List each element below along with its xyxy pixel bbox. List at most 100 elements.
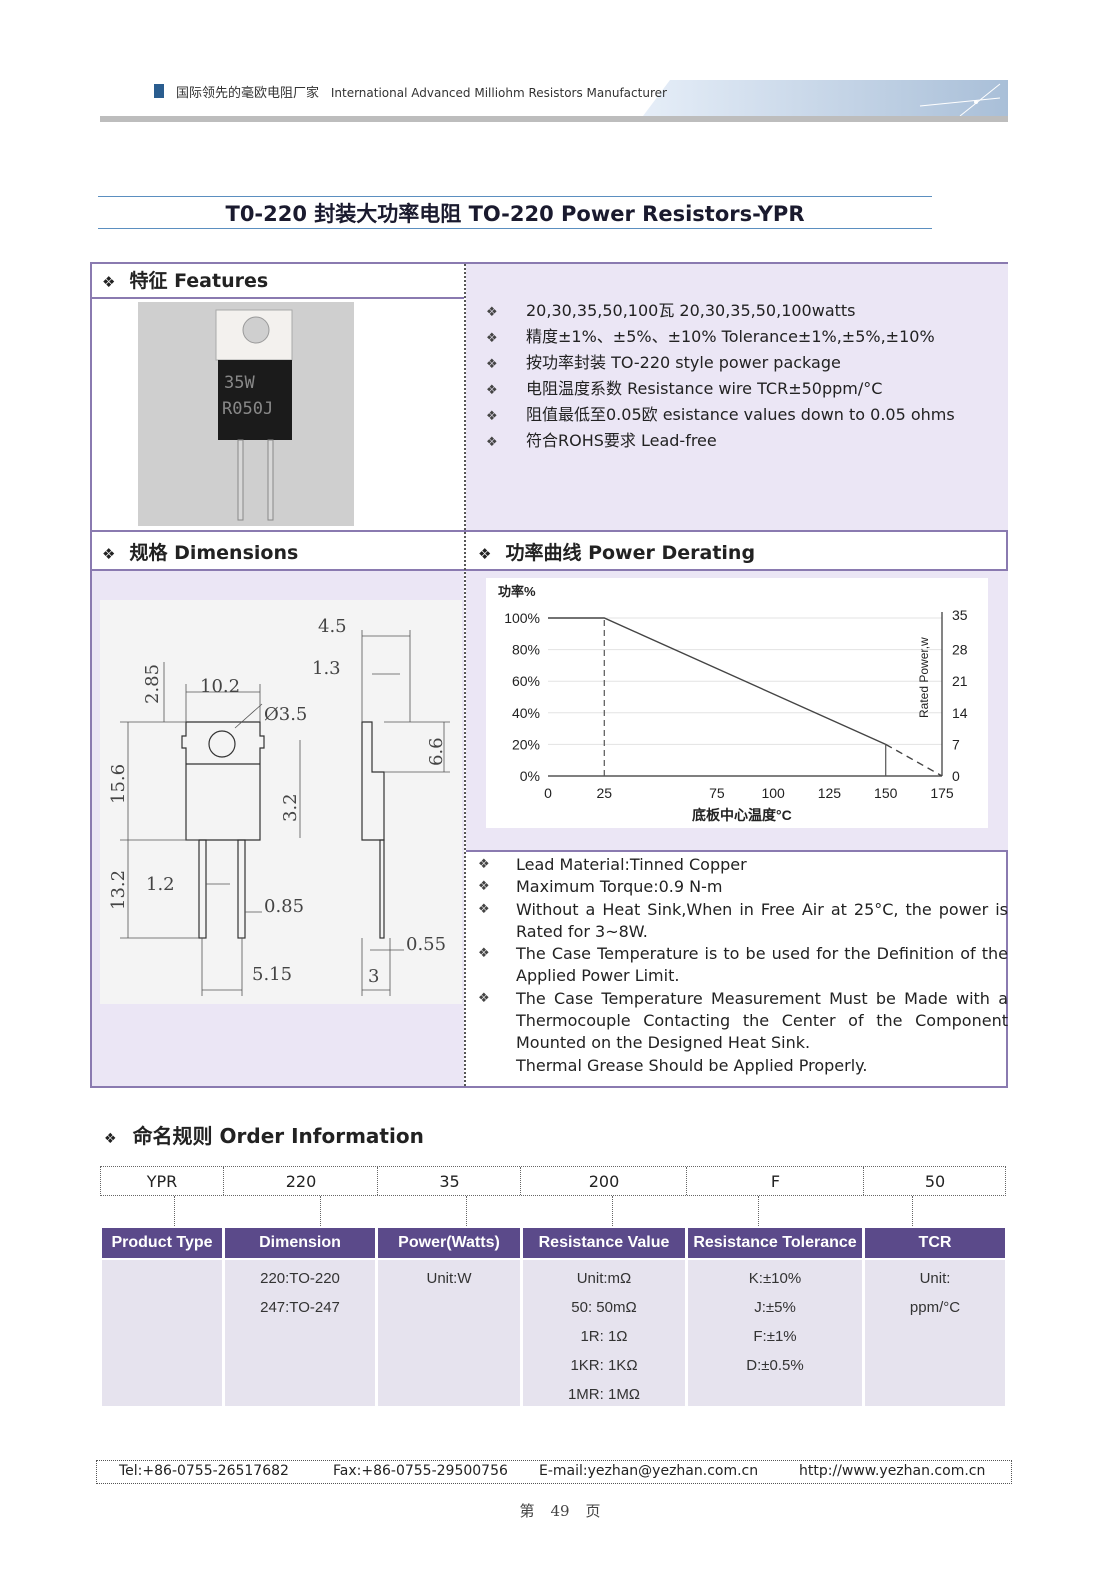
order-column-body: Unit: ppm/°C	[865, 1260, 1005, 1406]
rule	[92, 297, 464, 299]
dim-label: 15.6	[108, 764, 129, 804]
order-value: 220:TO-220	[260, 1270, 340, 1287]
order-column-body: Unit:W	[378, 1260, 520, 1406]
order-column: TCR Unit: ppm/°C	[865, 1228, 1005, 1406]
order-info-heading: ❖命名规则 Order Information	[104, 1124, 424, 1148]
bullet-spacer	[478, 1055, 516, 1077]
dim-label: 1.2	[146, 874, 175, 895]
dim-label: 6.6	[426, 737, 447, 766]
right-tick-label: 7	[952, 736, 960, 752]
order-column-header: Resistance Tolerance	[688, 1228, 862, 1258]
header-tagline: 国际领先的毫欧电阻厂家 International Advanced Milli…	[176, 82, 667, 101]
order-value: D:±0.5%	[746, 1357, 804, 1374]
lead-left	[198, 839, 207, 939]
code-cell: YPR	[146, 1172, 178, 1191]
features-list: ❖20,30,35,50,100瓦 20,30,35,50,100watts ❖…	[486, 298, 996, 454]
features-panel-bg	[466, 264, 1008, 530]
feature-item: ❖按功率封装 TO-220 style power package	[486, 350, 996, 376]
code-connector	[612, 1196, 613, 1226]
x-tick-label: 0	[544, 785, 552, 801]
x-tick-label: 25	[596, 785, 612, 801]
rule	[92, 530, 1008, 532]
order-value: Unit:W	[426, 1270, 472, 1287]
contact-footer: Tel:+86-0755-26517682 Fax:+86-0755-29500…	[96, 1460, 1012, 1484]
bullet-icon: ❖	[478, 879, 490, 895]
order-value: K:±10%	[748, 1270, 802, 1287]
product-photo: 35W R050J	[138, 302, 354, 526]
footer-fax: Fax:+86-0755-29500756	[333, 1463, 508, 1479]
order-value: 1KR: 1KΩ	[570, 1357, 638, 1374]
y-tick-label: 0%	[520, 768, 540, 784]
order-value: F:±1%	[753, 1328, 797, 1345]
bullet-icon: ❖	[486, 331, 498, 346]
bullet-icon: ❖	[102, 545, 116, 563]
order-column-body: 220:TO-220 247:TO-247	[225, 1260, 375, 1406]
code-cell: 220	[223, 1167, 378, 1195]
bullet-icon: ❖	[478, 901, 490, 917]
order-value: 1R: 1Ω	[580, 1328, 628, 1345]
code-cell: 50	[863, 1167, 1006, 1195]
feature-item: ❖20,30,35,50,100瓦 20,30,35,50,100watts	[486, 298, 996, 324]
x-tick-label: 150	[874, 785, 898, 801]
footer-email[interactable]: E-mail:yezhan@yezhan.com.cn	[539, 1463, 759, 1479]
dim-label: 1.3	[312, 658, 341, 679]
mounting-hole	[208, 730, 236, 758]
code-connector	[912, 1196, 913, 1226]
page-title: T0-220 封装大功率电阻 TO-220 Power Resistors-YP…	[225, 202, 805, 226]
brand-mark-icon	[154, 84, 164, 98]
dim-label: 5.15	[252, 964, 292, 985]
order-value: J:±5%	[754, 1299, 796, 1316]
order-column-body	[102, 1260, 222, 1406]
order-value: 50: 50mΩ	[571, 1299, 637, 1316]
order-column-header: Resistance Value	[523, 1228, 685, 1258]
code-connector	[466, 1196, 467, 1226]
bullet-icon: ❖	[478, 946, 490, 962]
right-tick-label: 21	[952, 673, 968, 689]
bullet-icon: ❖	[486, 357, 498, 372]
code-cell: 200	[520, 1167, 687, 1195]
marking-value: R050J	[222, 399, 273, 419]
tagline-cn: 国际领先的毫欧电阻厂家	[176, 86, 320, 101]
order-value: 1MR: 1MΩ	[567, 1386, 641, 1403]
derating-series-1	[885, 743, 943, 777]
note-item: ❖The Case Temperature is to be used for …	[478, 943, 1008, 988]
footer-website[interactable]: http://www.yezhan.com.cn	[799, 1463, 986, 1479]
order-column-header: Product Type	[102, 1228, 222, 1258]
order-value: 247:TO-247	[260, 1299, 340, 1316]
dimension-drawing: 4.5 1.3 10.2 Ø3.5 1.2 0.85 0.55 5.15 3 2…	[100, 600, 462, 1004]
x-tick-label: 100	[761, 785, 785, 801]
dim-label: 0.55	[406, 934, 446, 955]
bullet-icon: ❖	[478, 990, 490, 1006]
order-value: Unit:	[919, 1270, 951, 1287]
order-column-body: K:±10% J:±5% F:±1% D:±0.5%	[688, 1260, 862, 1406]
notes-list: ❖Lead Material:Tinned Copper❖Maximum Tor…	[478, 854, 1008, 1077]
right-tick-label: 0	[952, 768, 960, 784]
order-column: Power(Watts) Unit:W	[378, 1228, 520, 1406]
bullet-icon: ❖	[104, 1131, 117, 1147]
order-column: Product Type	[102, 1228, 222, 1406]
note-item: ❖Maximum Torque:0.9 N-m	[478, 876, 1008, 898]
bullet-icon: ❖	[486, 435, 498, 450]
order-column-header: TCR	[865, 1228, 1005, 1258]
bullet-icon: ❖	[486, 409, 498, 424]
bullet-icon: ❖	[478, 545, 492, 563]
right-axis-title: Rated Power,w	[917, 637, 931, 718]
y-tick-label: 100%	[504, 610, 540, 626]
header-banner	[640, 80, 1008, 120]
right-tick-label: 28	[952, 642, 968, 658]
code-connector	[174, 1196, 175, 1226]
dim-label: 4.5	[318, 616, 347, 637]
y-tick-label: 40%	[512, 705, 540, 721]
x-tick-label: 75	[709, 785, 725, 801]
note-item: ❖Without a Heat Sink,When in Free Air at…	[478, 899, 1008, 944]
column-divider	[464, 264, 467, 1086]
rule	[92, 569, 1008, 571]
right-tick-label: 35	[952, 607, 968, 623]
order-column-header: Power(Watts)	[378, 1228, 520, 1258]
order-value: ppm/°C	[909, 1299, 961, 1316]
